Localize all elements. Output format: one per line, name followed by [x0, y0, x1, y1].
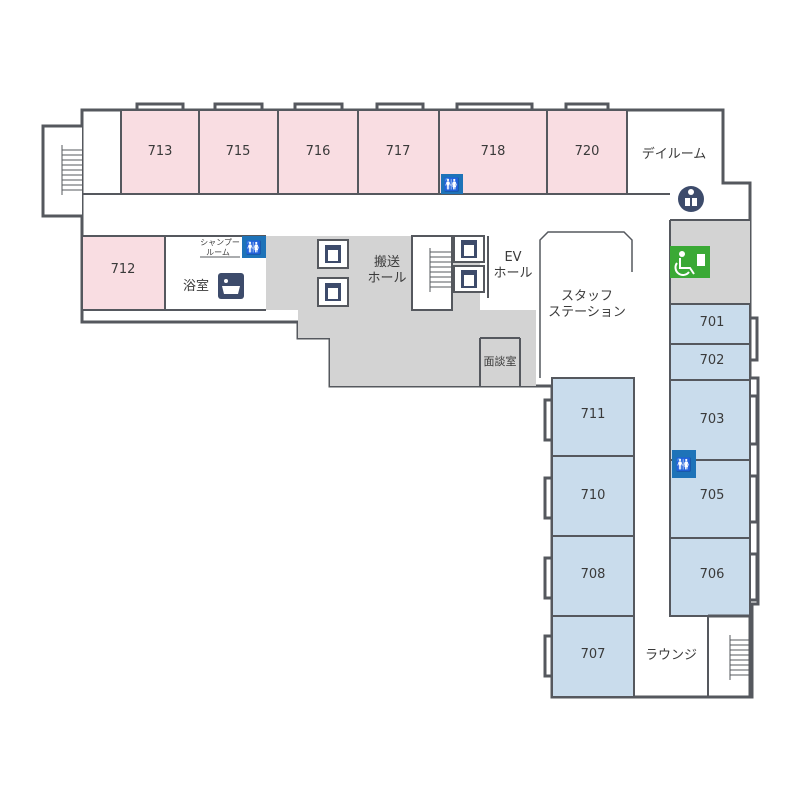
stairs-center: [411, 235, 453, 311]
shampoo-room-label-2: ルーム: [206, 248, 230, 257]
bathtub-icon: [218, 273, 244, 299]
stairs-east: [708, 614, 752, 697]
room-701-label: 701: [700, 315, 725, 330]
bath-label: 浴室: [183, 278, 209, 294]
elevator-icon: [453, 265, 485, 293]
svg-text:🚻: 🚻: [246, 240, 262, 256]
top-wall-bumps: [135, 102, 610, 110]
blue-rooms-east: [669, 303, 751, 617]
blue-rooms-west: [551, 377, 635, 698]
restroom-icon: 🚻: [672, 450, 696, 478]
svg-text:🚻: 🚻: [676, 457, 692, 473]
ev-hall-label-2: ホール: [493, 266, 532, 281]
interview-room-label: 面談室: [484, 354, 517, 368]
room-715-label: 715: [226, 144, 251, 159]
shampoo-room-label-1: シャンプー: [200, 238, 240, 247]
transport-hall-label-2: ホール: [367, 271, 406, 286]
pharmacy-icon: [678, 186, 704, 212]
staff-station-label-1: スタッフ: [561, 289, 613, 304]
room-718-label: 718: [481, 144, 506, 159]
room-716-label: 716: [306, 144, 331, 159]
room-705-label: 705: [700, 488, 725, 503]
room-703[interactable]: [669, 379, 751, 461]
transport-hall-label-1: 搬送: [374, 255, 400, 270]
elevator-icon: [317, 239, 349, 269]
day-room-label: デイルーム: [642, 146, 707, 162]
room-712-label: 712: [111, 262, 136, 277]
room-707-label: 707: [581, 647, 606, 662]
room-711-label: 711: [581, 407, 606, 422]
room-702-label: 702: [700, 353, 725, 368]
side-wall-bumps: [543, 316, 759, 678]
accessible-restroom-icon: [670, 246, 710, 278]
room-706[interactable]: [669, 537, 751, 617]
elevator-icon: [317, 277, 349, 307]
interior-walls: [82, 110, 750, 697]
room-711[interactable]: [551, 377, 635, 457]
lounge-label: ラウンジ: [645, 648, 697, 663]
ev-hall-label-1: EV: [504, 250, 521, 265]
staff-station-counter: [539, 231, 633, 378]
room-708-label: 708: [581, 567, 606, 582]
svg-text:🚻: 🚻: [444, 177, 460, 193]
room-713[interactable]: [120, 109, 200, 195]
building-outline: [80, 108, 760, 699]
room-720-label: 720: [575, 144, 600, 159]
stairs-west: [41, 124, 82, 218]
room-710-label: 710: [581, 488, 606, 503]
room-717-label: 717: [386, 144, 411, 159]
room-703-label: 703: [700, 412, 725, 427]
restroom-icon: 🚻: [242, 236, 266, 258]
restroom-icon: 🚻: [441, 174, 463, 194]
staff-station-label-2: ステーション: [548, 305, 626, 320]
elevator-icon: [453, 235, 485, 263]
room-713-label: 713: [148, 144, 173, 159]
room-708[interactable]: [551, 535, 635, 617]
room-706-label: 706: [700, 567, 725, 582]
